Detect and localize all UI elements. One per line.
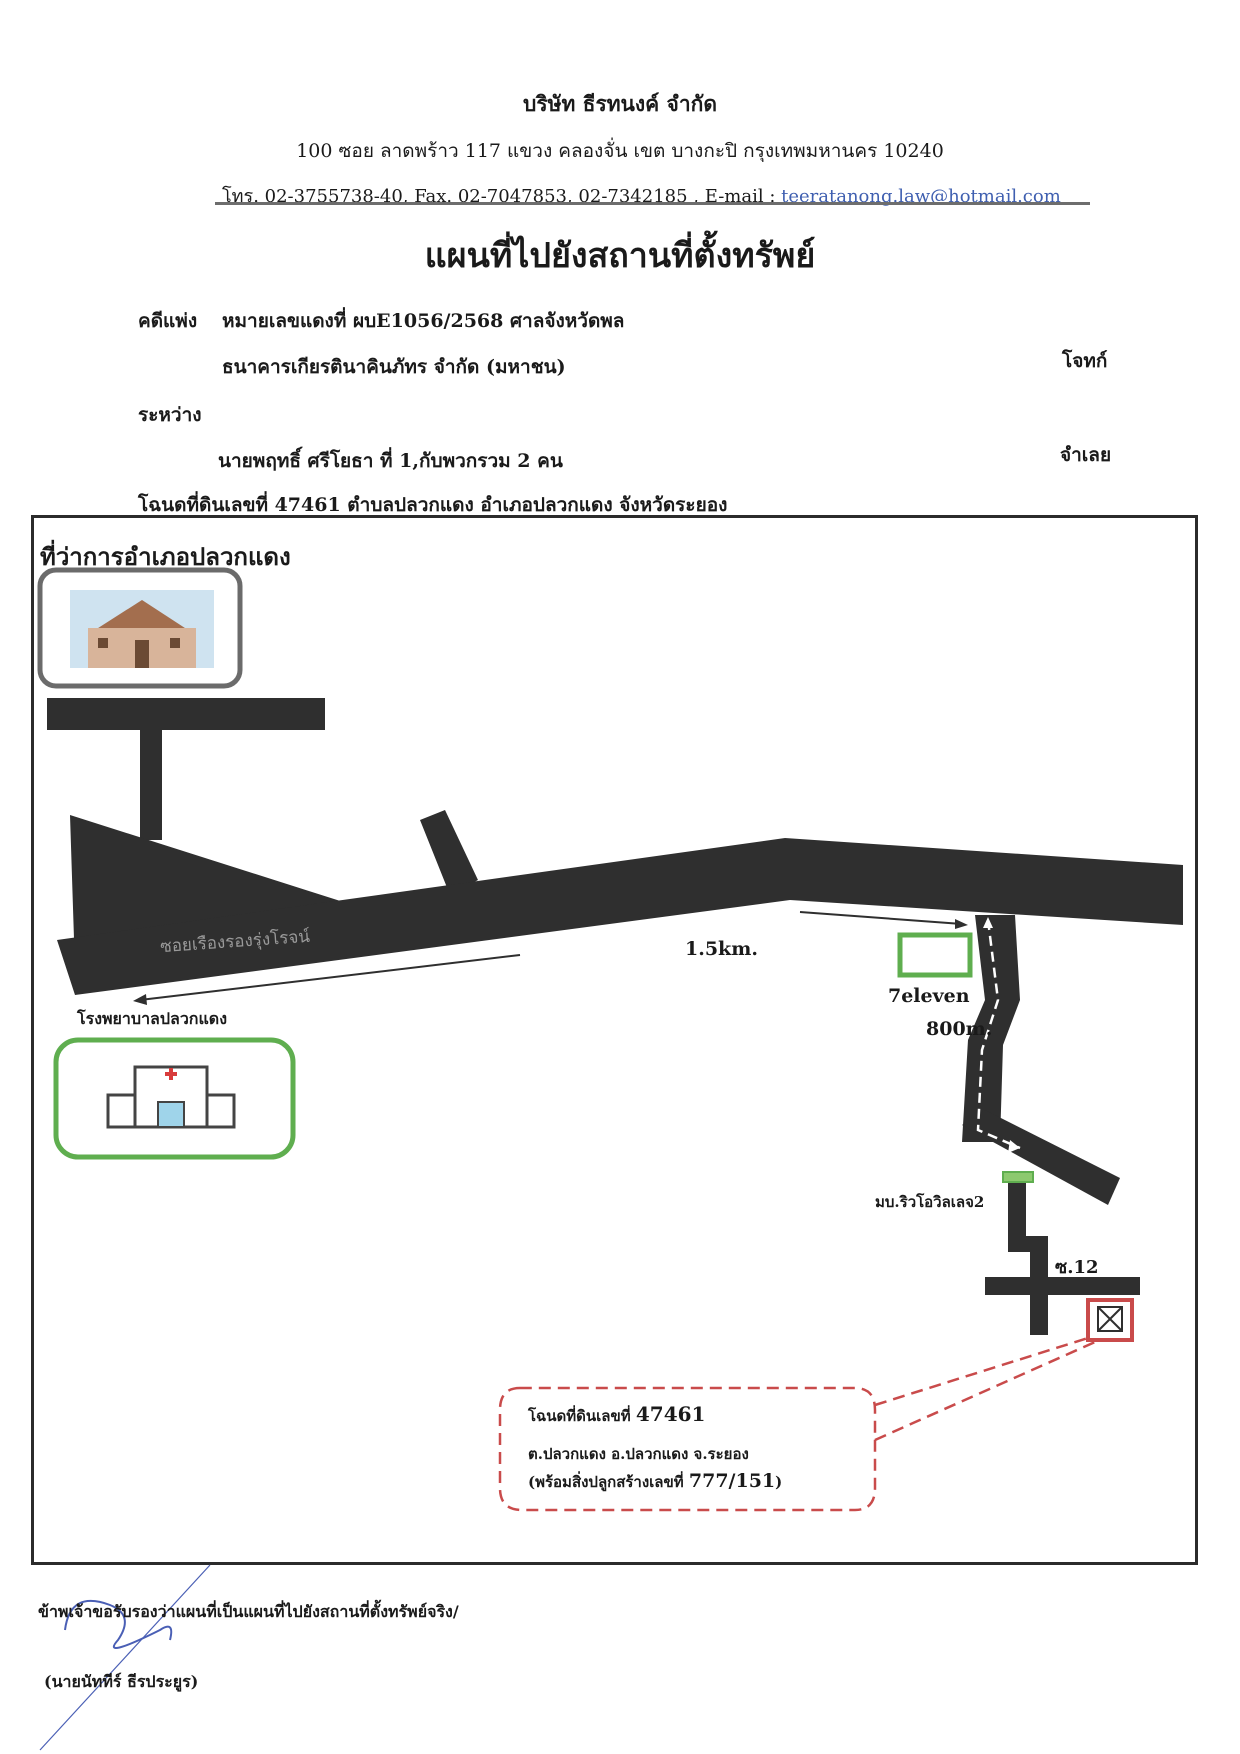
- title-deed-line: โฉนดที่ดินเลขที่ 47461 ตำบลปลวกแดง อำเภอ…: [138, 494, 728, 516]
- road-village-lane: [1008, 1180, 1026, 1242]
- property-x-icon: [1097, 1306, 1123, 1332]
- distance-branch-label: 800m.: [926, 1018, 993, 1040]
- plaintiff-role: โจทก์: [1062, 350, 1108, 372]
- hospital-door-icon: [157, 1101, 185, 1128]
- distance-main-label: 1.5km.: [685, 938, 758, 960]
- village-gate-marker: [1002, 1171, 1034, 1183]
- district-office-window-icon: [98, 638, 108, 648]
- contact-phone-fax: โทร. 02-3755738-40, Fax. 02-7047853, 02-…: [222, 186, 782, 207]
- road-soi-12-cross: [1030, 1270, 1048, 1335]
- callout-deed-number: 47461: [635, 1402, 706, 1426]
- signer-name: (นายนัททีร์ ธีรประยูร): [44, 1672, 199, 1691]
- certification-statement: ข้าพเจ้าขอรับรองว่าแผนที่เป็นแผนที่ไปยัง…: [38, 1602, 459, 1621]
- store-label: 7eleven: [888, 985, 970, 1007]
- defendant-role: จำเลย: [1060, 444, 1112, 466]
- village-label: มบ.ริวโอวิลเลจ2: [875, 1193, 985, 1211]
- hospital-wing-right-icon: [205, 1093, 236, 1129]
- callout-pointer-lower: [874, 1340, 1096, 1442]
- district-office-landmark: [37, 567, 243, 689]
- road-branch-east: [962, 1110, 1120, 1205]
- district-office-window-icon: [170, 638, 180, 648]
- distance-arrowhead-main: [955, 919, 968, 929]
- callout-deed-prefix: โฉนดที่ดินเลขที่: [528, 1407, 631, 1425]
- route-arrowhead: [1008, 1140, 1020, 1153]
- hospital-wing-left-icon: [106, 1093, 137, 1129]
- road-main-soi: [57, 838, 1183, 995]
- signature-stroke: [39, 1564, 211, 1751]
- distance-arrow-main: [799, 911, 963, 925]
- hospital-cross-icon: [169, 1068, 173, 1080]
- callout-building-suffix: ): [775, 1473, 783, 1491]
- defendant-name: นายพฤทธิ์ ศรีโยธา ที่ 1,กับพวกรวม 2 คน: [218, 450, 563, 472]
- between-label: ระหว่าง: [138, 404, 202, 426]
- signature-mark: [64, 1600, 173, 1649]
- road-soi-12: [985, 1277, 1140, 1295]
- plaintiff-name: ธนาคารเกียรตินาคินภัทร จำกัด (มหาชน): [222, 356, 566, 378]
- soi-label: ซ.12: [1055, 1257, 1099, 1278]
- header-divider: [215, 202, 1090, 205]
- road-network: [47, 698, 1183, 1335]
- route-dashed-path: [976, 919, 1021, 1150]
- road-village-lane-2: [1030, 1236, 1048, 1281]
- company-contact: โทร. 02-3755738-40, Fax. 02-7047853, 02-…: [222, 181, 1061, 210]
- map-frame: [31, 515, 1198, 1565]
- district-office-door-icon: [135, 640, 149, 668]
- callout-building-line: (พร้อมสิ่งปลูกสร้างเลขที่ 777/151): [528, 1470, 782, 1494]
- callout-building-number: 777/151: [688, 1470, 776, 1492]
- company-name: บริษัท ธีรทนงค์ จำกัด: [523, 91, 717, 116]
- callout-building-prefix: (พร้อมสิ่งปลูกสร้างเลขที่: [528, 1473, 684, 1491]
- callout-deed-line: โฉนดที่ดินเลขที่ 47461: [528, 1402, 705, 1428]
- road-top-left-vertical: [140, 728, 162, 840]
- company-address: 100 ซอย ลาดพร้าว 117 แขวง คลองจั่น เขต บ…: [296, 140, 944, 162]
- callout-location-line: ต.ปลวกแดง อ.ปลวกแดง จ.ระยอง: [528, 1445, 749, 1463]
- district-office-label: ที่ว่าการอำเภอปลวกแดง: [40, 542, 291, 571]
- route-arrowhead-top: [983, 917, 993, 928]
- case-number: หมายเลขแดงที่ ผบE1056/2568 ศาลจังหวัดพล: [222, 310, 625, 332]
- hospital-label: โรงพยาบาลปลวกแดง: [77, 1009, 227, 1028]
- road-north-spur: [420, 810, 478, 895]
- callout-pointer-upper: [874, 1336, 1089, 1407]
- property-marker: [1086, 1298, 1134, 1342]
- district-office-roof-icon: [95, 600, 188, 630]
- case-type-label: คดีแพ่ง: [138, 310, 198, 332]
- distance-arrow-hospital: [139, 954, 521, 1001]
- callout-bubble: [498, 1386, 877, 1512]
- road-top-left-horizontal: [47, 698, 325, 730]
- road-branch-south: [962, 915, 1020, 1142]
- store-marker: [897, 932, 973, 978]
- page-title: แผนที่ไปยังสถานที่ตั้งทรัพย์: [424, 236, 816, 276]
- distance-arrowhead-hospital: [133, 994, 147, 1005]
- contact-email-link[interactable]: teeratanong.law@hotmail.com: [781, 186, 1061, 207]
- hospital-landmark: [53, 1037, 296, 1160]
